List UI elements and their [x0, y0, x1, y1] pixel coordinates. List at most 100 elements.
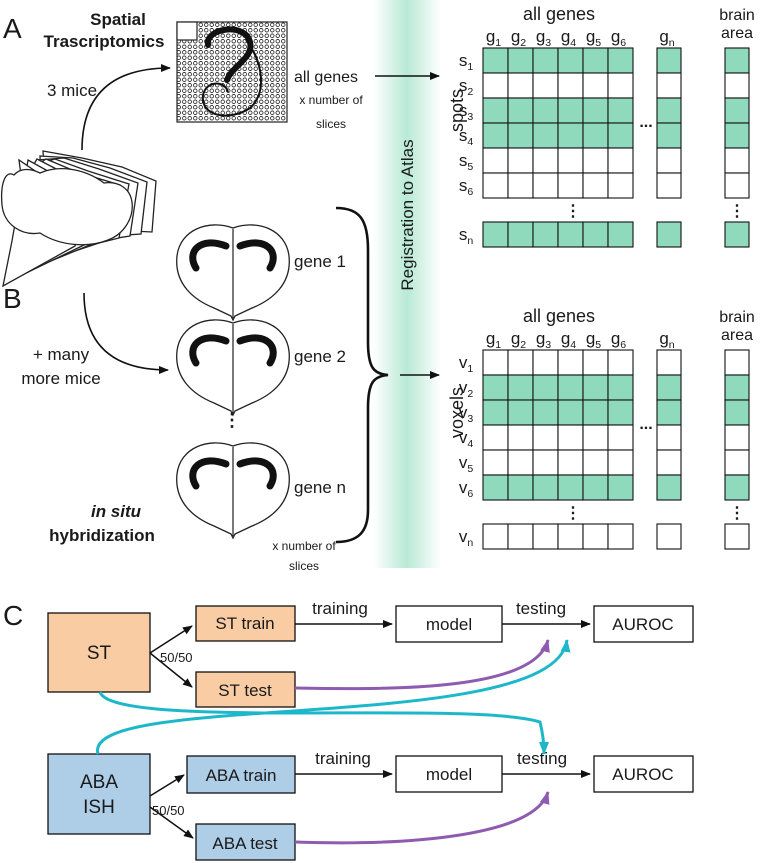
matrix-cell: [607, 424, 634, 451]
matrix-cell: [532, 122, 559, 149]
matrix-cell: [532, 449, 559, 476]
brain-slice-stack: [0, 150, 157, 288]
matrix-cell: [507, 424, 534, 451]
matrix-cell: [607, 399, 634, 426]
brain-area-cell: [724, 449, 750, 476]
matrix-cell: [482, 47, 509, 74]
row-label: s1: [459, 51, 474, 73]
row-label: s4: [459, 126, 474, 148]
matrix-cell: [557, 449, 584, 476]
gene-col-label: g5: [586, 27, 601, 49]
st-model-box: [395, 605, 503, 643]
matrix-cell: [582, 424, 609, 451]
matrix-cell: [582, 523, 609, 550]
matrix-cell: [607, 172, 634, 199]
ish-section-gene-1: [176, 224, 290, 322]
row-label: v1: [459, 353, 474, 375]
matrix-cell: [582, 449, 609, 476]
matrix-cell: [557, 47, 584, 74]
st-arrow-sub2: slices: [316, 117, 346, 131]
brain-area-header-2: area: [721, 25, 753, 42]
matrix-cell: [607, 47, 634, 74]
matrix-cell: [557, 374, 584, 401]
registration-label: Registration to Atlas: [398, 139, 417, 290]
gene-col-label: g2: [511, 27, 526, 49]
matrix-cell: [507, 147, 534, 174]
matrix-cell: [582, 122, 609, 149]
brain-area-cell: [724, 523, 750, 550]
brain-area-cell: [724, 349, 750, 376]
aba-model-box: [395, 755, 503, 793]
matrix-cell: [532, 221, 559, 248]
panel-letter-c: C: [3, 600, 23, 631]
st-mice-label: 3 mice: [47, 81, 97, 100]
st-train-label: ST train: [215, 614, 274, 633]
gene-col-label: g4: [561, 329, 576, 351]
aba-training-label: training: [315, 749, 371, 768]
st-auroc-label: AUROC: [612, 615, 673, 634]
matrix-cell: [582, 221, 609, 248]
st-box-label: ST: [87, 643, 112, 664]
aba-auroc-box: [593, 755, 694, 793]
matrix-cell: [582, 474, 609, 501]
matrix-cell: [607, 349, 634, 376]
matrix-cell: [507, 47, 534, 74]
matrix-cell: [532, 147, 559, 174]
matrix-cell: [557, 147, 584, 174]
matrix-cell: [582, 399, 609, 426]
matrix-cell: [607, 523, 634, 550]
column-ellipsis: ...: [639, 416, 652, 433]
gene-n-col-label: gn: [659, 27, 674, 49]
matrix-cell: [507, 523, 534, 550]
st-arrow-sub1: x number of: [299, 93, 363, 107]
matrix-cell: [532, 374, 559, 401]
aba-box-line2: ISH: [83, 797, 115, 818]
row-n-label: sn: [459, 225, 474, 247]
row-label: v3: [459, 403, 474, 425]
brain-area-vdots: ⋮: [729, 203, 745, 220]
matrix-cell: [557, 97, 584, 124]
gene-n-cell: [656, 399, 682, 426]
row-label: v6: [459, 478, 474, 500]
gene-col-label: g3: [536, 329, 551, 351]
matrix-cell: [482, 72, 509, 99]
gene-col-label: g2: [511, 329, 526, 351]
gene-col-label: g3: [536, 27, 551, 49]
column-ellipsis: ...: [639, 114, 652, 131]
matrix-side-label: voxels: [447, 387, 467, 438]
aba-box-line1: ABA: [80, 772, 118, 793]
matrix-cell: [532, 474, 559, 501]
row-label: s2: [459, 76, 474, 98]
matrix-cell: [507, 72, 534, 99]
gene-col-label: g6: [611, 329, 626, 351]
st-testing-label: testing: [516, 599, 566, 618]
matrix-cell: [607, 221, 634, 248]
matrix-cell: [507, 474, 534, 501]
matrix-cell: [582, 172, 609, 199]
matrix-cell: [532, 97, 559, 124]
gene-col-label: g6: [611, 27, 626, 49]
row-vdots: ⋮: [565, 505, 581, 522]
brain-area-cell: [724, 221, 750, 248]
matrix-cell: [607, 72, 634, 99]
matrix-cell: [582, 147, 609, 174]
gene-n-cell: [656, 424, 682, 451]
st-to-aba-testing-cyan-arrow: [98, 691, 549, 755]
ish-gene-n-label: gene n: [294, 478, 346, 497]
row-label: s5: [459, 151, 474, 173]
matrix-cell: [532, 399, 559, 426]
matrix-cell: [532, 349, 559, 376]
ish-method-line1: in situ: [91, 502, 142, 521]
split-label-2: 50/50: [152, 803, 185, 818]
gene-n-cell: [656, 72, 682, 99]
st-test-purple-arrow: [294, 639, 550, 691]
matrix-cell: [557, 221, 584, 248]
ish-sections-vdots: ⋮: [223, 410, 241, 430]
gene-n-cell: [656, 449, 682, 476]
st-to-train-arrow: [149, 625, 193, 654]
matrix-cell: [532, 172, 559, 199]
st-array-chip: [176, 21, 288, 123]
matrix-cell: [557, 424, 584, 451]
matrix-cell: [532, 424, 559, 451]
